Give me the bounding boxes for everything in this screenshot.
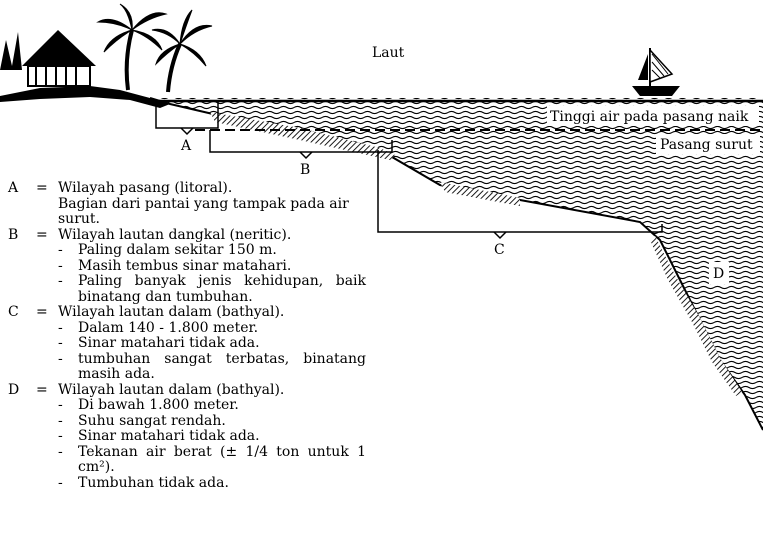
- legend-entry: D=Wilayah lautan dalam (bathyal).-Di baw…: [6, 381, 366, 492]
- legend-bullet-item: -Paling dalam sekitar 150 m.: [58, 242, 366, 259]
- bush-icon: [0, 32, 22, 70]
- zone-legend: A = Wilayah pasang (litoral).Bagian dari p…: [6, 180, 366, 492]
- bullet-text: Suhu sangat rendah.: [78, 412, 226, 429]
- legend-bullet-item: -Masih tembus sinar matahari.: [58, 257, 366, 275]
- legend-bullet-item: -Sinar matahari tidak ada.: [58, 335, 366, 352]
- legend-equals: =: [36, 226, 48, 243]
- high-tide-label: Tinggi air pada pasang naik: [550, 109, 749, 125]
- bracket-b-tick: [299, 151, 313, 160]
- legend-bullet-item: -Paling banyak jenis kehidupan, baik bin…: [58, 273, 366, 305]
- deep-slope-hatch: [650, 236, 742, 396]
- bullet-dash: -: [58, 443, 63, 460]
- sea-label: Laut: [372, 45, 405, 61]
- bullet-text: Sinar matahari tidak ada.: [78, 335, 260, 351]
- low-tide-label: Pasang surut: [660, 137, 753, 153]
- bullet-dash: -: [58, 319, 63, 336]
- legend-bullet-item: -Tekanan air berat (± 1/4 ton untuk 1 cm…: [58, 443, 366, 476]
- legend-bullet-item: -Di bawah 1.800 meter.: [58, 397, 366, 414]
- bullet-dash: -: [58, 350, 63, 367]
- bracket-a: [155, 102, 219, 129]
- bullet-dash: -: [58, 397, 63, 413]
- bullet-text: Paling banyak jenis kehidupan, baik bina…: [78, 273, 366, 305]
- bullet-text: Paling dalam sekitar 150 m.: [78, 242, 277, 258]
- bullet-dash: -: [58, 428, 63, 444]
- bullet-dash: -: [58, 257, 63, 274]
- bullet-dash: -: [58, 242, 63, 258]
- legend-entry: A = Wilayah pasang (litoral).Bagian dari p…: [6, 180, 366, 228]
- bullet-text: Masih tembus sinar matahari.: [78, 257, 292, 274]
- bullet-text: tumbuhan sangat terbatas, binatang masih…: [78, 350, 366, 382]
- bracket-c-tick: [493, 231, 507, 240]
- d-label-bg: [709, 262, 729, 284]
- bullet-dash: -: [58, 412, 63, 429]
- bullet-text: Tekanan air berat (± 1/4 ton untuk 1 cm²…: [78, 443, 366, 475]
- legend-bullet-item: -Tumbuhan tidak ada.: [58, 474, 366, 492]
- bracket-c: [377, 150, 663, 233]
- legend-entry: C=Wilayah lautan dalam (bathyal).-Dalam …: [6, 304, 366, 383]
- zone-letter-d: D: [713, 266, 724, 282]
- shore-land: [0, 86, 170, 108]
- legend-bullet-item: -Sinar matahari tidak ada.: [58, 428, 366, 445]
- bullet-dash: -: [58, 474, 63, 491]
- bullet-text: Dalam 140 - 1.800 meter.: [78, 319, 259, 336]
- hut-icon: [22, 30, 96, 87]
- legend-key: D: [8, 381, 20, 398]
- palm-tree-icon: [96, 3, 168, 91]
- legend-title: Wilayah pasang (litoral).: [58, 180, 233, 196]
- legend-bullet-item: -Dalam 140 - 1.800 meter.: [58, 319, 366, 337]
- legend-bullet-item: -tumbuhan sangat terbatas, binatang masi…: [58, 350, 366, 383]
- legend-entry: B=Wilayah lautan dangkal (neritic).-Pali…: [6, 226, 366, 306]
- legend-equals: =: [36, 381, 48, 398]
- bracket-a-tick: [180, 127, 194, 136]
- bullet-dash: -: [58, 273, 63, 289]
- legend-description: Bagian dari pantai yang tampak pada air …: [58, 195, 349, 227]
- bullet-dash: -: [58, 335, 63, 351]
- legend-title: Wilayah lautan dalam (bathyal).: [58, 381, 285, 398]
- high-tide-label-bg: [547, 106, 759, 126]
- zone-letter-b: B: [300, 162, 310, 178]
- sea-floor-hatch: [210, 112, 395, 160]
- zone-letter-c: C: [494, 242, 505, 258]
- palm-tree-icon: [151, 9, 213, 93]
- legend-key: A: [8, 180, 19, 196]
- legend-equals: =: [36, 304, 48, 320]
- legend-title: Wilayah lautan dalam (bathyal).: [58, 304, 285, 320]
- legend-bullet-item: -Suhu sangat rendah.: [58, 412, 366, 430]
- slope-hatch: [440, 182, 520, 206]
- zone-letter-a: A: [180, 138, 192, 154]
- legend-key: C: [8, 304, 19, 320]
- bullet-text: Di bawah 1.800 meter.: [78, 397, 239, 413]
- legend-equals: =: [36, 180, 48, 196]
- low-tide-label-bg: [656, 134, 760, 154]
- sailboat-icon: [632, 48, 680, 96]
- sea-water: [150, 98, 763, 430]
- bullet-text: Sinar matahari tidak ada.: [78, 428, 260, 444]
- bullet-text: Tumbuhan tidak ada.: [78, 474, 229, 491]
- legend-title: Wilayah lautan dangkal (neritic).: [58, 226, 292, 243]
- legend-key: B: [8, 226, 19, 243]
